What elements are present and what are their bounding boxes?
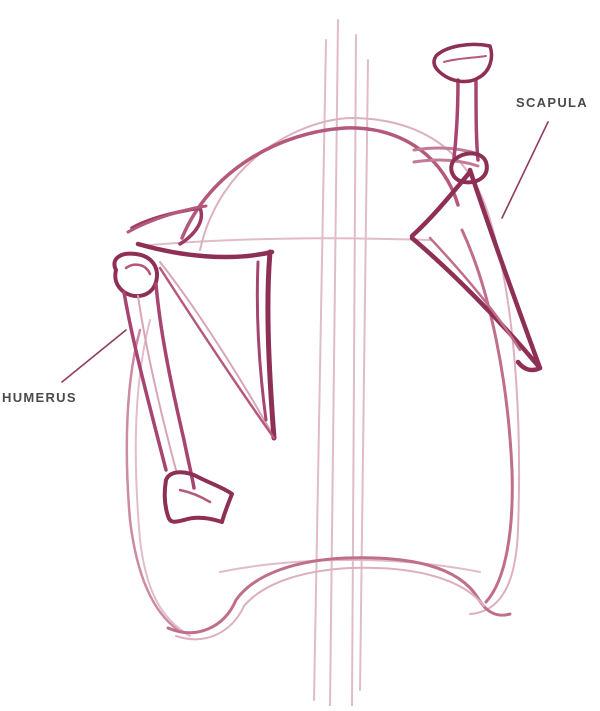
humerus-label: HUMERUS (2, 390, 77, 405)
spine-line-left (313, 39, 327, 701)
ribcage-right-side (460, 228, 514, 604)
scapula-left-top-edge (135, 241, 275, 260)
scapula-left-medial-edge-inner (255, 260, 268, 422)
scapula-right-top-edge (409, 169, 473, 239)
humerus-right-shaft-left (452, 78, 460, 160)
scapula-left-lateral-edge (158, 266, 276, 440)
construction-lines (149, 19, 481, 707)
ribcage-outline-light (199, 117, 521, 615)
ribcage-left-side-light (134, 319, 191, 637)
humerus-right-top-detail (443, 55, 487, 63)
humerus-right-head (449, 151, 489, 185)
scapula-right (409, 146, 543, 373)
ribcage (125, 117, 521, 641)
scapula-left-medial-edge (265, 249, 277, 441)
leader-lines (61, 121, 549, 383)
shoulder-construction-line (149, 237, 431, 246)
humerus-left (112, 251, 234, 524)
scapula-right-outer-edge (467, 167, 543, 371)
scapula-left-fill-shading (159, 261, 271, 431)
spine-line-far-right (359, 59, 369, 691)
scapula-leader-line (501, 121, 549, 219)
humerus-right-top-cap (432, 42, 494, 84)
scapula-right-inner-shading (428, 236, 522, 352)
humerus-left-elbow (162, 470, 234, 524)
ribcage-top-arc (180, 126, 460, 240)
humerus-left-elbow-detail (178, 488, 212, 504)
scapula-left (126, 204, 277, 441)
humerus-right-shaft-right (474, 78, 480, 162)
scapula-right-lower-edge (409, 235, 543, 373)
scapula-label: SCAPULA (516, 95, 588, 110)
humerus-leader-line (61, 329, 127, 383)
humerus-left-shaft-left (122, 290, 168, 472)
spine-line-center (329, 19, 339, 707)
clavicle-left (126, 204, 208, 234)
humerus-left-head (112, 251, 159, 299)
ribcage-left-side (125, 328, 180, 632)
ribcage-bottom-curve-light (175, 566, 485, 641)
humerus-left-shaft-light (137, 295, 177, 471)
scapula-right-spine-bar-2 (412, 158, 480, 168)
humerus-left-head-inner (124, 263, 152, 276)
spine-line-right (351, 34, 357, 707)
hip-construction-line (219, 559, 481, 573)
humerus-right (432, 42, 494, 185)
